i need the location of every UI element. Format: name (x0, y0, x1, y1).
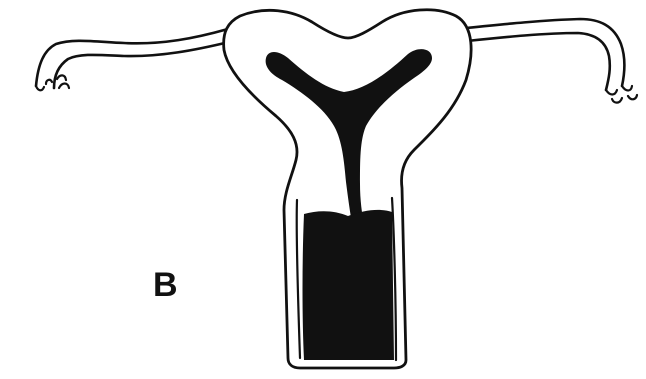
panel-label: B (153, 268, 178, 302)
right-fimbriae (606, 86, 637, 103)
right-fallopian-tube (466, 19, 625, 90)
left-fimbriae (36, 75, 69, 90)
cervical-cavity (303, 210, 395, 360)
